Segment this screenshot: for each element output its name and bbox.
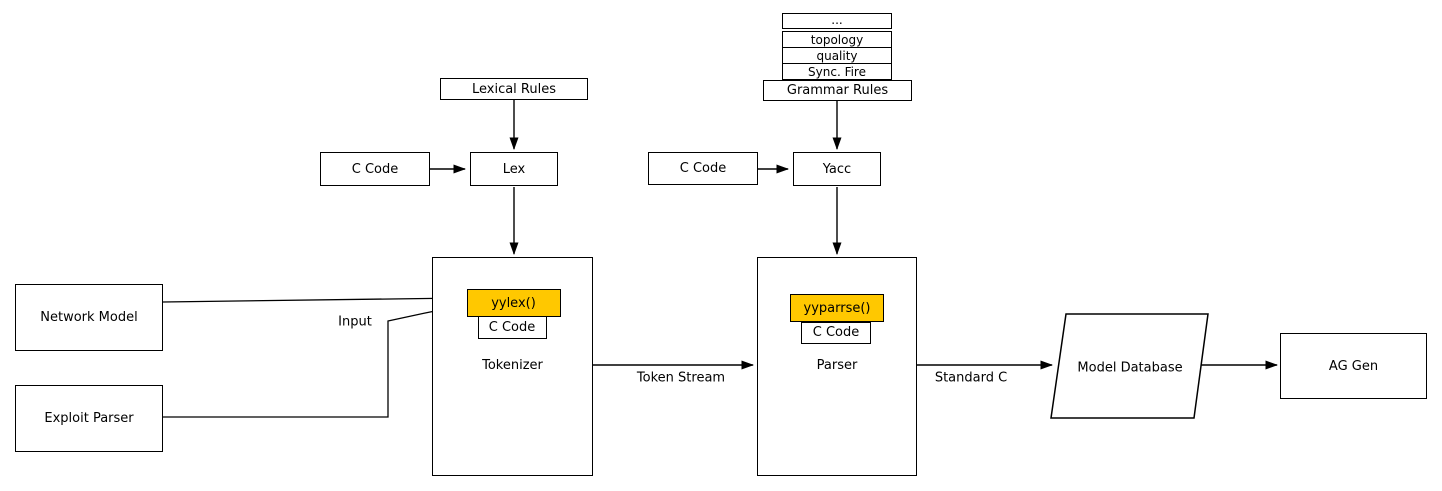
lexical-rules-node: Lexical Rules bbox=[440, 78, 588, 100]
yylex-c-code-node: C Code bbox=[477, 315, 547, 339]
stack-rows-group: topology quality Sync. Fire bbox=[782, 31, 892, 80]
grammar-rules-label: Grammar Rules bbox=[786, 83, 889, 98]
stack-row-sync-fire: Sync. Fire bbox=[808, 64, 866, 79]
yylex-node: yylex() bbox=[466, 289, 561, 317]
standard-c-edge-label: Standard C bbox=[934, 370, 1008, 386]
yyparrse-node: yyparrse() bbox=[790, 294, 884, 322]
c-code-yacc-label: C Code bbox=[679, 161, 727, 176]
arrow-network-model-to-yylex bbox=[162, 293, 464, 303]
yylex-label: yylex() bbox=[491, 295, 536, 311]
c-code-yacc-node: C Code bbox=[648, 152, 758, 185]
model-database-label: Model Database bbox=[1077, 360, 1183, 376]
token-stream-edge-label: Token Stream bbox=[636, 370, 726, 386]
tokenizer-node: yylex() C Code Tokenizer bbox=[432, 257, 593, 476]
yacc-label: Yacc bbox=[822, 161, 852, 177]
yyparrse-c-code-label: C Code bbox=[812, 325, 860, 340]
input-edge-label: Input bbox=[338, 314, 372, 330]
network-model-label: Network Model bbox=[40, 310, 138, 325]
model-database-shape bbox=[1050, 313, 1209, 419]
yyparrse-c-code-node: C Code bbox=[801, 321, 871, 344]
ag-gen-node: AG Gen bbox=[1280, 333, 1427, 399]
ag-gen-label: AG Gen bbox=[1328, 358, 1379, 374]
network-model-node: Network Model bbox=[15, 284, 163, 351]
c-code-lex-label: C Code bbox=[351, 161, 399, 177]
stack-row-ellipsis: ... bbox=[782, 13, 892, 29]
stack-row-topology: topology bbox=[783, 32, 891, 48]
arrow-exploit-parser-to-yylex bbox=[163, 303, 461, 418]
stack-row-quality: quality bbox=[783, 48, 891, 64]
exploit-parser-label: Exploit Parser bbox=[44, 411, 134, 426]
grammar-rules-node: Grammar Rules bbox=[763, 80, 912, 101]
yacc-node: Yacc bbox=[793, 152, 881, 186]
yyparrse-label: yyparrse() bbox=[803, 300, 871, 316]
stack-row-ellipsis-label: ... bbox=[831, 13, 843, 27]
c-code-lex-node: C Code bbox=[320, 152, 430, 186]
yylex-c-code-label: C Code bbox=[488, 319, 536, 335]
exploit-parser-node: Exploit Parser bbox=[15, 385, 163, 452]
parser-node: yyparrse() C Code Parser bbox=[757, 257, 917, 476]
lex-node: Lex bbox=[470, 152, 558, 186]
lex-label: Lex bbox=[502, 161, 526, 177]
parser-label: Parser bbox=[816, 358, 858, 373]
tokenizer-label: Tokenizer bbox=[482, 358, 543, 373]
lexical-rules-label: Lexical Rules bbox=[471, 81, 557, 97]
